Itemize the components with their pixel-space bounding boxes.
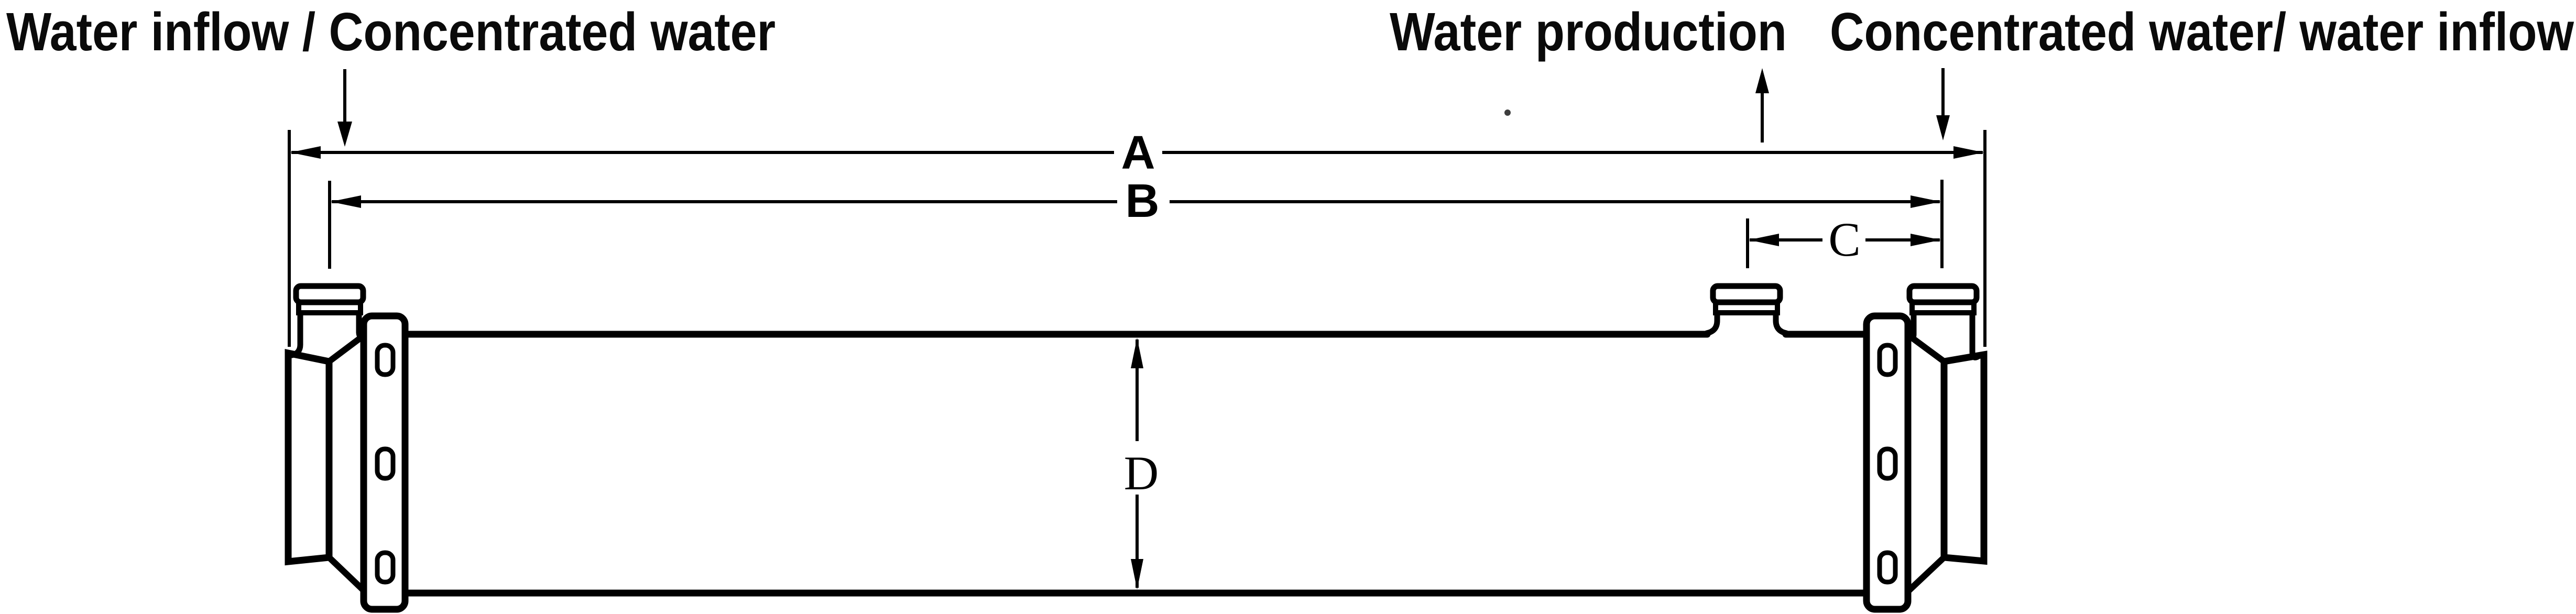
down-arrow-right-port-icon xyxy=(1936,68,1950,140)
dimension-d: D xyxy=(1124,338,1159,589)
left-end-plate xyxy=(285,349,333,566)
right-port xyxy=(1905,283,1981,360)
dimension-b: B xyxy=(328,175,1944,269)
dim-a-letter: A xyxy=(1121,127,1155,179)
production-port-cap xyxy=(1710,283,1783,305)
right-port-side xyxy=(1969,311,1981,360)
scan-artifact-dot xyxy=(1504,109,1511,116)
right-end-cap xyxy=(1863,312,1988,613)
left-port xyxy=(289,283,367,358)
down-arrow-left-port-icon xyxy=(337,69,352,147)
left-port-label: Water inflow / Concentrated water xyxy=(6,2,776,62)
left-flange-slot xyxy=(375,550,396,585)
left-flange-slot xyxy=(375,446,396,481)
left-port-side xyxy=(289,311,303,358)
right-port-cap xyxy=(1906,283,1980,305)
production-port-side xyxy=(1704,311,1720,336)
dim-b-letter: B xyxy=(1126,175,1160,227)
left-end-cap xyxy=(285,312,409,613)
left-flange-slot xyxy=(375,343,396,377)
left-shoulder-top xyxy=(326,332,368,365)
right-flange-slot xyxy=(1877,446,1898,481)
production-port-side xyxy=(1773,311,1789,336)
dimension-a: A xyxy=(288,127,1986,347)
production-port xyxy=(1704,283,1789,336)
dim-d-letter: D xyxy=(1124,446,1159,500)
up-arrow-production-port-icon xyxy=(1755,68,1769,142)
left-port-cap xyxy=(293,283,366,305)
right-flange-slot xyxy=(1877,550,1898,585)
right-port-label: Concentrated water/ water inflow xyxy=(1830,2,2574,62)
right-port-side xyxy=(1905,311,1917,342)
right-end-plate xyxy=(1940,350,1988,565)
water-production-label: Water production xyxy=(1390,2,1787,62)
left-port-side xyxy=(356,311,367,339)
right-flange-slot xyxy=(1877,343,1898,377)
left-shoulder-bottom xyxy=(326,554,368,595)
right-shoulder-bottom xyxy=(1905,554,1947,595)
dim-c-letter: C xyxy=(1828,213,1860,266)
dimension-c: C xyxy=(1746,213,1941,268)
